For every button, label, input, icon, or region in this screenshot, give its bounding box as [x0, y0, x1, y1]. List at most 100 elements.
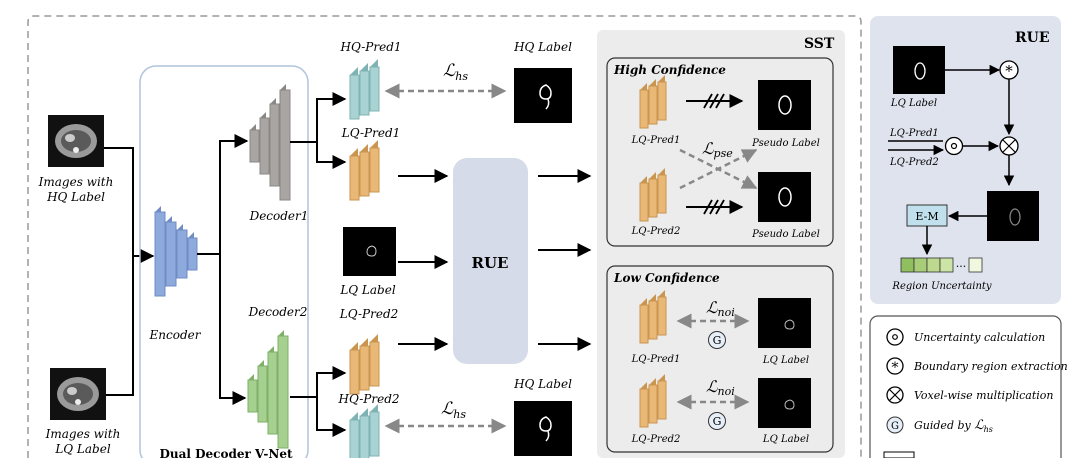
hq-pred1-stack	[349, 59, 380, 120]
voxel-multiply-icon-x2	[1002, 139, 1016, 153]
rue-lq-pred1-label: LQ-Pred1	[889, 128, 939, 139]
rue-panel-title: RUE	[1015, 30, 1050, 46]
low-confidence-title: Low Confidence	[613, 271, 720, 285]
low-lq-pred1-stack	[639, 290, 667, 344]
legend-guided-text: Guided by ℒhs	[914, 418, 993, 434]
legend-boundary-text: Boundary region extraction	[913, 360, 1068, 373]
rue-lq-label-caption: LQ Label	[890, 98, 937, 109]
low-lq-label-2-image	[758, 378, 811, 428]
low-lq-label-1-caption: LQ Label	[762, 355, 809, 366]
hq-label-top-image	[514, 68, 572, 123]
legend-partial-item	[883, 451, 915, 459]
hq-label-top-caption: HQ Label	[513, 40, 572, 54]
lhs-top-label: ℒhs	[443, 61, 468, 83]
pseudo-label-2-image	[758, 172, 811, 222]
decoder1-label: Decoder1	[249, 209, 309, 223]
legend-voxel-text: Voxel-wise multiplication	[914, 389, 1054, 402]
outer-dashed-frame	[27, 15, 862, 458]
lnoi-label-1: ℒnoi	[706, 298, 735, 319]
encoder-label: Encoder	[149, 328, 202, 342]
decoder2-blocks	[247, 330, 289, 449]
hq-pred2-label: HQ-Pred2	[337, 392, 399, 406]
hq-label-bottom-caption: HQ Label	[513, 377, 572, 391]
hq-pred1-label: HQ-Pred1	[339, 40, 401, 54]
legend-guided-icon-letter: G	[891, 421, 899, 432]
guided-icon-2-letter: G	[713, 415, 722, 428]
region-uncertainty-bar	[900, 257, 983, 273]
high-confidence-box	[606, 57, 834, 247]
sst-title: SST	[804, 36, 835, 52]
low-lq-label-2-caption: LQ Label	[762, 434, 809, 445]
lq-label-caption: LQ Label	[339, 283, 396, 297]
rue-uncertainty-map-image	[987, 191, 1039, 241]
encoder-to-decoder2-line	[219, 254, 247, 405]
region-uncertainty-caption: Region Uncertainty	[891, 281, 991, 292]
legend-uncertainty-text: Uncertainty calculation	[914, 331, 1045, 344]
uncertainty-calc-icon-dot	[950, 142, 958, 150]
decoder2-label: Decoder2	[248, 305, 308, 319]
rue-lq-pred2-label: LQ-Pred2	[889, 157, 939, 168]
low-lq-pred2-label: LQ-Pred2	[631, 434, 681, 445]
dual-decoder-vnet-box	[139, 65, 309, 462]
high-lq-pred2-stack	[639, 168, 667, 222]
decoder1-blocks	[249, 84, 291, 201]
pseudo-label-2-caption: Pseudo Label	[751, 229, 820, 240]
lq-pred2-stack	[349, 334, 380, 395]
encoder-to-decoders-line	[197, 140, 221, 255]
lq-pred1-stack	[349, 140, 380, 201]
hq-input-image	[48, 115, 104, 167]
pseudo-label-1-image	[758, 80, 811, 130]
lq-input-caption-2: LQ Label	[54, 442, 111, 456]
region-uncertainty-dots: ···	[956, 260, 967, 273]
lq-input-caption-1: Images with	[45, 427, 121, 441]
low-lq-pred2-stack	[639, 374, 667, 428]
decoder2-to-hqpred2-arrow	[316, 397, 347, 437]
rue-block-label: RUE	[472, 254, 509, 272]
hq-input-caption-1: Images with	[38, 175, 114, 189]
high-lq-pred1-stack	[639, 75, 667, 129]
low-confidence-box	[606, 265, 834, 453]
vnet-title: Dual Decoder V-Net	[159, 447, 293, 458]
high-lq-pred1-label: LQ-Pred1	[631, 135, 681, 146]
hq-pred2-stack	[349, 404, 380, 462]
decoder1-output-line	[290, 98, 318, 143]
decoder2-output-line	[290, 372, 318, 398]
sst-panel	[597, 30, 845, 458]
em-label: E-M	[915, 210, 938, 223]
encoder-blocks	[154, 206, 198, 297]
input-connector	[104, 147, 134, 396]
legend-box	[869, 315, 1062, 462]
guided-icon-1	[708, 331, 726, 349]
boundary-extraction-icon-glyph: *	[1005, 62, 1013, 80]
legend-voxel-icon-x2	[889, 389, 901, 401]
pseudo-label-1-caption: Pseudo Label	[751, 138, 820, 149]
lq-label-image	[343, 227, 396, 276]
hq-input-caption-2: HQ Label	[46, 190, 105, 204]
lpse-label: ℒpse	[702, 139, 733, 160]
hq-label-bottom-image	[514, 401, 572, 456]
low-lq-label-1-image	[758, 298, 811, 348]
guided-icon-1-letter: G	[713, 334, 722, 347]
legend-boundary-icon	[886, 357, 904, 375]
legend-boundary-icon-glyph: *	[892, 360, 899, 376]
stop-gradient-icon-1	[703, 93, 725, 109]
high-confidence-title: High Confidence	[613, 63, 726, 77]
legend-guided-icon	[886, 416, 904, 434]
legend-uncertainty-icon-dot	[892, 334, 898, 340]
lq-pred2-label: LQ-Pred2	[339, 307, 399, 321]
stop-gradient-icon-2	[703, 199, 725, 215]
pse-cross-arrow-2	[679, 148, 758, 190]
decoder1-to-lqpred1-arrow	[316, 142, 347, 169]
legend-uncertainty-icon	[886, 328, 904, 346]
lq-pred1-label: LQ-Pred1	[341, 126, 401, 140]
low-lq-pred1-label: LQ-Pred1	[631, 354, 681, 365]
high-lq-pred2-label: LQ-Pred2	[631, 226, 681, 237]
lhs-bottom-label: ℒhs	[441, 399, 466, 421]
guided-icon-2	[708, 412, 726, 430]
lq-input-image	[50, 368, 106, 420]
rue-lq-label-image	[893, 46, 945, 94]
lnoi-label-2: ℒnoi	[706, 377, 735, 398]
rue-block	[453, 158, 528, 364]
uncertainty-calc-icon	[944, 136, 964, 156]
